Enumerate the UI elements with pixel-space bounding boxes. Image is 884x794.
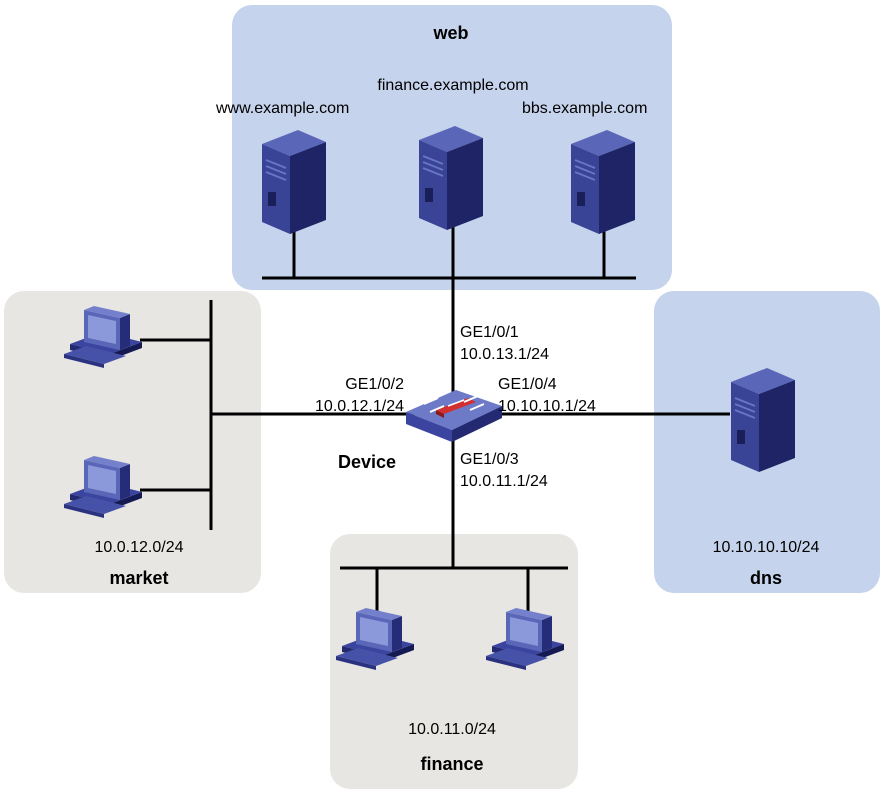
server-icon <box>730 367 796 473</box>
server-icon <box>570 129 636 235</box>
device-label: Device <box>338 452 397 472</box>
ge3-name: GE1/0/3 <box>460 451 519 468</box>
firewall-icon <box>406 390 502 442</box>
ge1-name: GE1/0/1 <box>460 324 519 341</box>
ge2-name: GE1/0/2 <box>345 376 404 393</box>
zone-finance-title: finance <box>420 754 484 774</box>
ge4-name: GE1/0/4 <box>498 376 557 393</box>
server-icon <box>261 129 327 235</box>
finance-subnet: 10.0.11.0/24 <box>408 721 496 738</box>
market-subnet: 10.0.12.0/24 <box>94 539 184 556</box>
server-hostname: bbs.example.com <box>522 100 648 117</box>
zone-dns-title: dns <box>749 568 783 588</box>
zone-market-title: market <box>109 568 169 588</box>
ge3-ip: 10.0.11.1/24 <box>460 473 548 490</box>
zone-market <box>4 291 261 593</box>
zone-web-title: web <box>433 23 469 43</box>
ge2-ip: 10.0.12.1/24 <box>315 398 404 415</box>
server-hostname: www.example.com <box>216 100 350 117</box>
ge1-ip: 10.0.13.1/24 <box>460 346 549 363</box>
ge4-ip: 10.10.10.1/24 <box>498 398 596 415</box>
zone-finance <box>330 534 578 789</box>
server-hostname: finance.example.com <box>377 77 529 94</box>
server-icon <box>418 125 484 231</box>
dns-address: 10.10.10.10/24 <box>712 539 820 556</box>
